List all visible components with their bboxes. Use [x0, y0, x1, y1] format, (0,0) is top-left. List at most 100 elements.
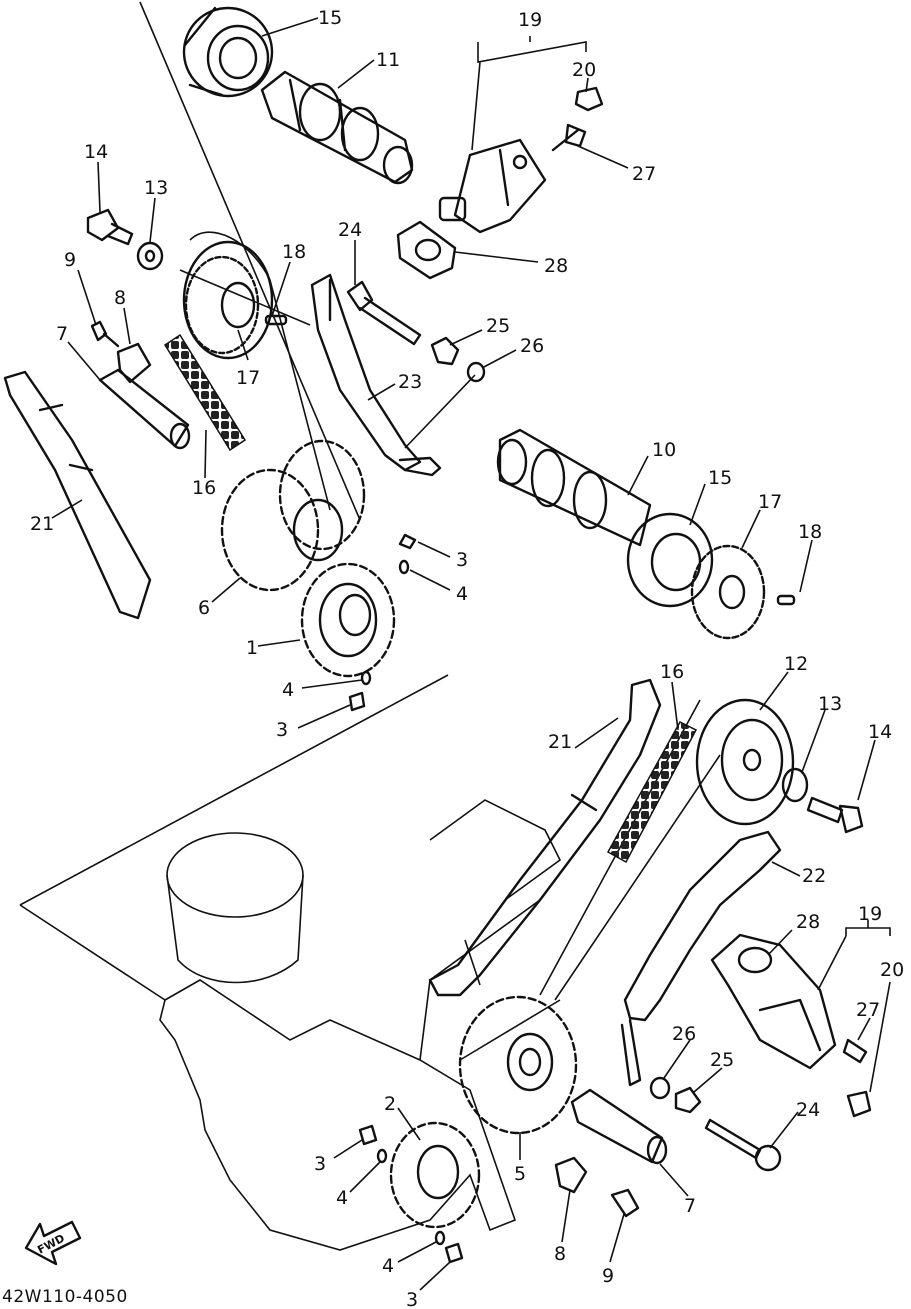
callout-12: 12	[784, 653, 808, 675]
callout-25-lower: 25	[710, 1049, 734, 1071]
callout-10: 10	[652, 439, 676, 461]
callout-13: 13	[144, 177, 168, 199]
callout-3-upper-a: 3	[456, 549, 468, 571]
callout-17: 17	[236, 367, 260, 389]
crank-gear-5	[458, 995, 578, 1135]
chain-guide-22	[620, 830, 782, 1087]
callout-23: 23	[398, 371, 422, 393]
timing-chain-upper	[163, 231, 331, 511]
bolt-9-lower	[610, 1188, 640, 1218]
pin-4-lower-b	[434, 1230, 446, 1246]
callout-16-lower: 16	[660, 661, 684, 683]
callout-15-lower: 15	[708, 467, 732, 489]
sprocket-rotor-12	[695, 698, 795, 826]
drawing-code: 42W110-4050	[2, 1287, 128, 1307]
callout-19-lower: 19	[858, 903, 882, 925]
callout-28-lower: 28	[796, 911, 820, 933]
camshaft-lower	[496, 428, 652, 547]
callout-1: 1	[246, 637, 258, 659]
callout-18-lower: 18	[798, 521, 822, 543]
callout-9-lower: 9	[602, 1265, 614, 1287]
dowel-pin-18-lower	[776, 594, 796, 606]
spring-3-lower-a	[358, 1124, 378, 1146]
chain-guide-23-upper	[310, 273, 442, 477]
callout-21-lower: 21	[548, 731, 572, 753]
bolt-9-upper	[90, 320, 120, 348]
callout-numbers: 15 11 19 20 27 28 14 13 9 8 7 18 17 24 2…	[30, 7, 904, 1309]
balancer-gear-2	[389, 1121, 481, 1229]
nut-25-lower	[674, 1086, 702, 1114]
callout-14: 14	[84, 141, 108, 163]
callout-4-lower-a: 4	[336, 1187, 348, 1209]
tensioner-gasket-upper	[396, 220, 457, 280]
tensioner-bolt-20-upper	[574, 86, 604, 112]
tensioner-bolt-27-upper	[551, 123, 587, 152]
chain-tensioner-upper	[438, 138, 547, 234]
crankshaft-piston-outline	[159, 799, 562, 1251]
callout-5: 5	[514, 1163, 526, 1185]
callout-24-lower: 24	[796, 1099, 820, 1121]
callout-22: 22	[802, 865, 826, 887]
callout-24: 24	[338, 219, 362, 241]
callout-9: 9	[64, 249, 76, 271]
chain-guide-21-upper	[3, 370, 152, 620]
washer-26-upper	[466, 361, 486, 383]
callout-11: 11	[376, 49, 400, 71]
callout-14-lower: 14	[868, 721, 892, 743]
callout-8-lower: 8	[554, 1243, 566, 1265]
washer-26-lower	[649, 1076, 671, 1100]
camshaft-upper	[260, 70, 414, 185]
callout-25: 25	[486, 315, 510, 337]
callout-27: 27	[632, 163, 656, 185]
pin-4-upper-a	[398, 559, 410, 575]
dowel-pin-18-upper	[264, 314, 288, 326]
callout-4-upper-a: 4	[456, 583, 468, 605]
chain-tensioner-lower	[710, 933, 837, 1070]
callout-26-lower: 26	[672, 1023, 696, 1045]
pin-4-upper-b	[360, 670, 372, 686]
lock-plate-8-upper	[116, 342, 152, 384]
callout-15: 15	[318, 7, 342, 29]
callout-4-upper-b: 4	[282, 679, 294, 701]
tensioner-bolt-20-lower	[846, 1090, 872, 1118]
guide-shaft-7-lower	[570, 1088, 668, 1165]
bearing-15-lower	[626, 512, 714, 608]
washer-13-upper	[136, 241, 164, 271]
leader-lines	[51, 17, 891, 1291]
spring-3-upper-a	[398, 533, 417, 550]
lock-plate-8-lower	[554, 1156, 588, 1194]
chain-guide-21-lower	[428, 678, 662, 997]
callout-6: 6	[198, 597, 210, 619]
callout-20-lower: 20	[880, 959, 904, 981]
callout-7-lower: 7	[684, 1195, 696, 1217]
bolt-14-lower	[806, 796, 864, 834]
callout-17-lower: 17	[758, 491, 782, 513]
nut-25-upper	[430, 336, 460, 366]
cam-sprocket-upper	[182, 240, 274, 360]
callout-3-upper-b: 3	[276, 719, 288, 741]
spring-3-lower-b	[444, 1242, 464, 1264]
washer-13-lower	[781, 767, 809, 803]
callout-3-lower-a: 3	[314, 1153, 326, 1175]
spring-3-upper-b	[348, 691, 366, 712]
drive-gear-1	[300, 562, 396, 678]
callout-16: 16	[192, 477, 216, 499]
tensioner-bolt-24-lower	[704, 1118, 782, 1172]
callout-3-lower-b: 3	[406, 1289, 418, 1309]
callout-26: 26	[520, 335, 544, 357]
callout-19: 19	[518, 9, 542, 31]
exploded-guide-lines	[19, 1, 721, 1061]
forward-direction-arrow-icon: FWD	[24, 1220, 82, 1266]
timing-chain-lower	[606, 721, 698, 864]
bolt-14-upper	[86, 208, 134, 246]
pin-4-lower-a	[376, 1148, 388, 1164]
tensioner-bolt-27-lower	[842, 1038, 868, 1064]
callout-20: 20	[572, 59, 596, 81]
callout-21: 21	[30, 513, 54, 535]
callout-18: 18	[282, 241, 306, 263]
bearing-top	[182, 6, 274, 98]
idler-gear-6	[220, 439, 366, 592]
cam-sprocket-17-lower	[690, 544, 766, 640]
callout-13-lower: 13	[818, 693, 842, 715]
